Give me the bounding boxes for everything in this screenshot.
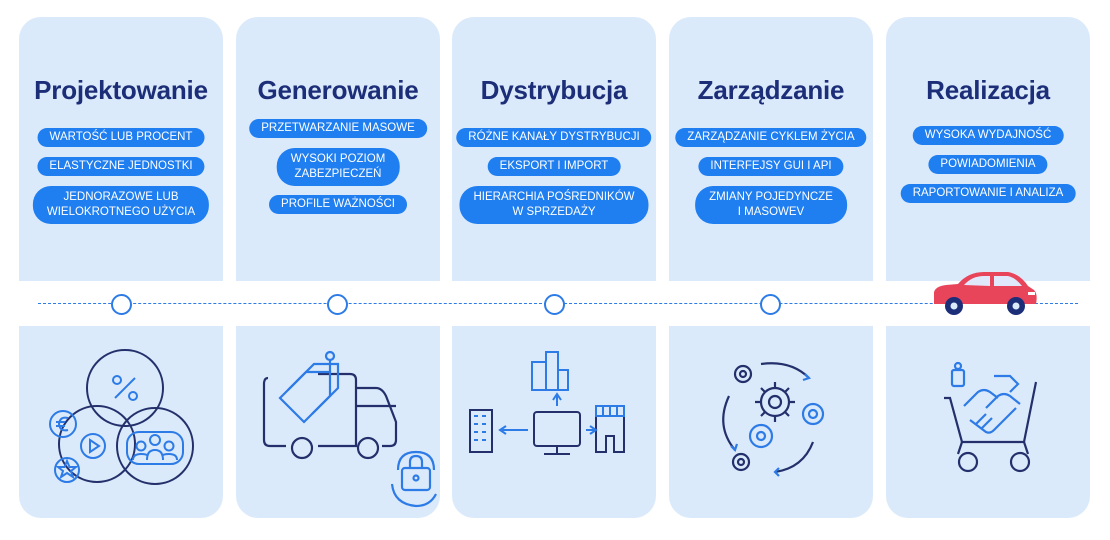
- feature-pill: WYSOKA WYDAJNOŚĆ: [912, 126, 1064, 145]
- feature-pill: EKSPORT I IMPORT: [487, 157, 621, 176]
- feature-pill: RAPORTOWANIE I ANALIZA: [900, 184, 1076, 203]
- stage-card-dystrybucja: Dystrybucja RÓŻNE KANAŁY DYSTRYBUCJI EKS…: [452, 17, 656, 281]
- stage-icon-card: [19, 326, 223, 518]
- timeline-node: [111, 294, 132, 315]
- stage-title: Zarządzanie: [697, 75, 845, 105]
- stage-icon-card: [236, 326, 440, 518]
- venn-percent-currency-people-icon: [49, 349, 194, 485]
- stage-title: Realizacja: [926, 75, 1050, 105]
- truck-tag-lock-icon: [262, 350, 437, 508]
- stage-title: Projektowanie: [34, 75, 208, 105]
- feature-pill: ZARZĄDZANIE CYKLEM ŻYCIA: [675, 128, 867, 147]
- feature-pill: PROFILE WAŻNOŚCI: [269, 195, 407, 214]
- stage-card-zarzadzanie: Zarządzanie ZARZĄDZANIE CYKLEM ŻYCIA INT…: [669, 17, 873, 281]
- timeline-node: [760, 294, 781, 315]
- feature-pill: POWIADOMIENIA: [928, 155, 1048, 174]
- feature-pill: RÓŻNE KANAŁY DYSTRYBUCJI: [456, 128, 652, 147]
- stage-icon-card: [452, 326, 656, 518]
- stage-title: Dystrybucja: [480, 75, 628, 105]
- cart-handshake-icon: [944, 361, 1038, 473]
- feature-pill: ZMIANY POJEDYNCZE I MASOWEV: [695, 186, 847, 224]
- monitor-distribution-icon: [469, 351, 625, 455]
- stage-card-projektowanie: Projektowanie WARTOŚĆ LUB PROCENT ELASTY…: [19, 17, 223, 281]
- feature-pill: HIERARCHIA POŚREDNIKÓW W SPRZEDAŻY: [459, 186, 649, 224]
- feature-pill: WARTOŚĆ LUB PROCENT: [37, 128, 205, 147]
- feature-pill: INTERFEJSY GUI I API: [698, 157, 844, 176]
- stage-icon-card: [669, 326, 873, 518]
- timeline-node: [327, 294, 348, 315]
- stage-card-realizacja: Realizacja WYSOKA WYDAJNOŚĆ POWIADOMIENI…: [886, 17, 1090, 281]
- stage-card-generowanie: Generowanie PRZETWARZANIE MASOWE WYSOKI …: [236, 17, 440, 281]
- feature-pill: ELASTYCZNE JEDNOSTKI: [37, 157, 205, 176]
- gears-cycle-icon: [722, 362, 825, 477]
- feature-pill: WYSOKI POZIOM ZABEZPIECZEŃ: [276, 148, 400, 186]
- feature-pill: JEDNORAZOWE LUB WIELOKROTNEGO UŻYCIA: [32, 186, 210, 224]
- stage-title: Generowanie: [257, 75, 419, 105]
- feature-pill: PRZETWARZANIE MASOWE: [249, 119, 427, 138]
- car-icon: [934, 272, 1037, 315]
- timeline-node: [544, 294, 565, 315]
- stage-icon-card: [886, 326, 1090, 518]
